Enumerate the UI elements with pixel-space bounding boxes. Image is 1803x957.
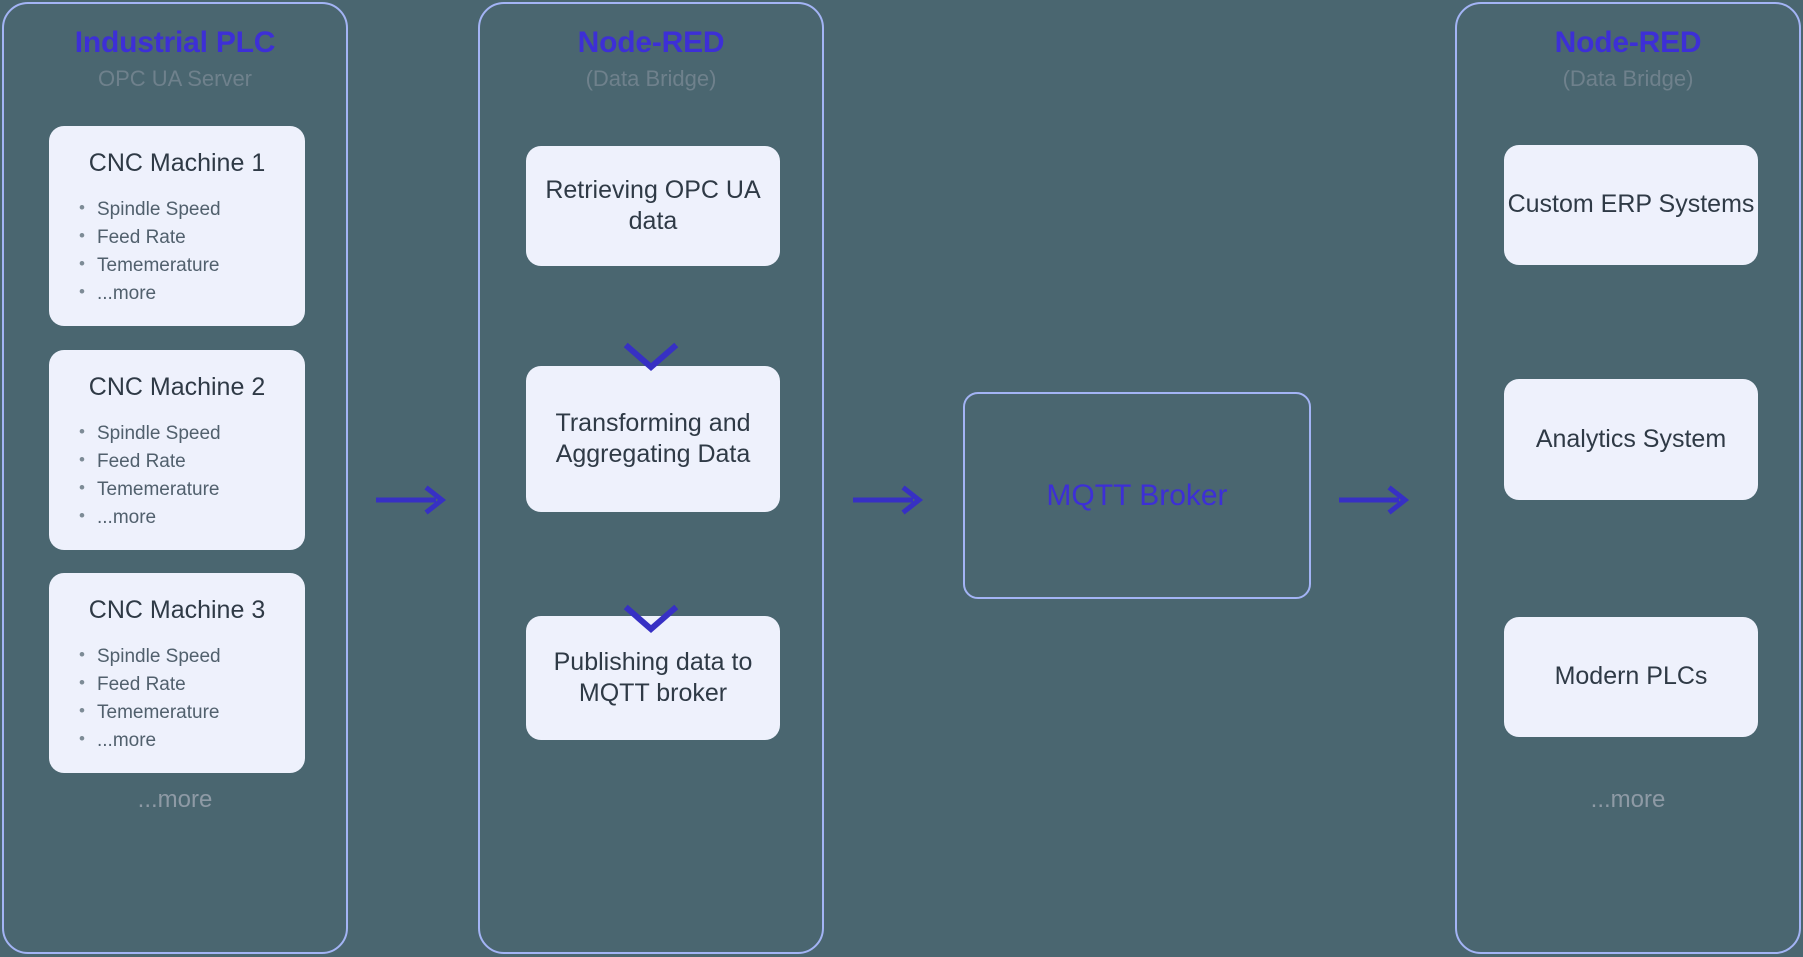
machine-metric: Tememerature — [79, 477, 305, 502]
step-card-label: Retrieving OPC UA data — [545, 175, 761, 235]
machine-metric: Feed Rate — [79, 449, 305, 474]
column-node-red-consumers-subtitle: (Data Bridge) — [1562, 65, 1694, 91]
machine-metric-list: Spindle Speed Feed Rate Tememerature ...… — [49, 644, 305, 753]
column-node-red-bridge-header: Node-RED (Data Bridge) — [480, 26, 822, 92]
step-card-label: Publishing data to MQTT broker — [553, 647, 753, 707]
arrow-mqtt-to-consumers-icon — [1337, 483, 1413, 517]
column-node-red-consumers-header: Node-RED (Data Bridge) — [1457, 26, 1799, 92]
arrow-plc-to-nodered-icon — [374, 483, 450, 517]
machine-metric: Tememerature — [79, 700, 305, 725]
machine-metric-list: Spindle Speed Feed Rate Tememerature ...… — [49, 421, 305, 530]
column-node-red-consumers-title: Node-RED — [1554, 26, 1702, 59]
column-industrial-plc-header: Industrial PLC OPC UA Server — [4, 26, 346, 92]
column-industrial-plc-subtitle: OPC UA Server — [97, 65, 253, 91]
machine-card-title: CNC Machine 1 — [88, 149, 266, 177]
consumer-card-analytics[interactable]: Analytics System — [1504, 379, 1758, 500]
column-node-red-consumers-more-label: ...more — [1590, 786, 1666, 813]
consumer-card-label: Modern PLCs — [1554, 662, 1708, 691]
machine-card[interactable]: CNC Machine 2 Spindle Speed Feed Rate Te… — [49, 350, 305, 550]
machine-metric: Spindle Speed — [79, 421, 305, 446]
machine-metric: Spindle Speed — [79, 197, 305, 222]
column-industrial-plc-more-label: ...more — [137, 786, 213, 813]
consumer-card-label: Analytics System — [1535, 424, 1727, 453]
step-card-publishing[interactable]: Publishing data to MQTT broker — [526, 616, 780, 740]
mqtt-broker-box[interactable]: MQTT Broker — [963, 392, 1311, 599]
machine-metric: ...more — [79, 505, 305, 530]
machine-metric: ...more — [79, 281, 305, 306]
step-card-label: Transforming and Aggregating Data — [555, 408, 751, 468]
machine-card-title: CNC Machine 3 — [88, 596, 266, 624]
machine-card-title: CNC Machine 2 — [88, 373, 266, 401]
machine-metric: Feed Rate — [79, 225, 305, 250]
column-node-red-bridge: Node-RED (Data Bridge) Retrieving OPC UA… — [478, 2, 824, 954]
machine-card[interactable]: CNC Machine 3 Spindle Speed Feed Rate Te… — [49, 573, 305, 773]
machine-metric: ...more — [79, 728, 305, 753]
machine-metric: Feed Rate — [79, 672, 305, 697]
column-node-red-bridge-title: Node-RED — [577, 26, 725, 59]
column-node-red-bridge-subtitle: (Data Bridge) — [585, 65, 717, 91]
column-industrial-plc-title: Industrial PLC — [74, 26, 276, 59]
consumer-card-label: Custom ERP Systems — [1507, 190, 1755, 219]
mqtt-broker-label: MQTT Broker — [1046, 478, 1228, 512]
machine-metric: Tememerature — [79, 253, 305, 278]
consumer-card-modern-plcs[interactable]: Modern PLCs — [1504, 617, 1758, 737]
arrow-nodered-to-mqtt-icon — [851, 483, 927, 517]
column-industrial-plc: Industrial PLC OPC UA Server CNC Machine… — [2, 2, 348, 954]
chevron-down-icon — [622, 600, 680, 636]
chevron-down-icon — [622, 338, 680, 374]
step-card-retrieving[interactable]: Retrieving OPC UA data — [526, 146, 780, 266]
step-card-transforming[interactable]: Transforming and Aggregating Data — [526, 366, 780, 512]
machine-metric: Spindle Speed — [79, 644, 305, 669]
machine-metric-list: Spindle Speed Feed Rate Tememerature ...… — [49, 197, 305, 306]
column-node-red-consumers: Node-RED (Data Bridge) Custom ERP System… — [1455, 2, 1801, 954]
machine-card[interactable]: CNC Machine 1 Spindle Speed Feed Rate Te… — [49, 126, 305, 326]
consumer-card-erp[interactable]: Custom ERP Systems — [1504, 145, 1758, 265]
